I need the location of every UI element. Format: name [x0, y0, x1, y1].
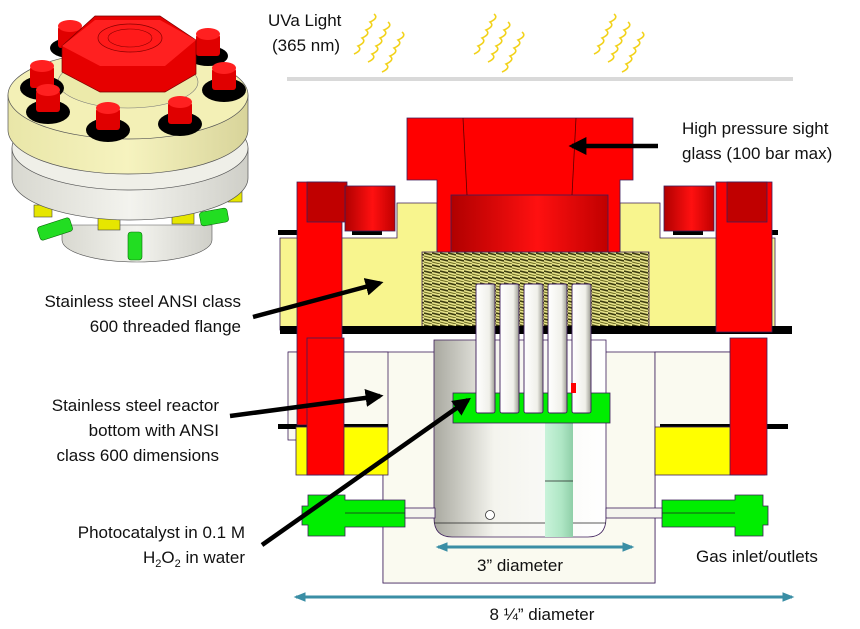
callout-arrows [229, 137, 658, 547]
label-sight-glass: High pressure sight glass (100 bar max) [682, 119, 832, 163]
quartz-tube [523, 283, 544, 414]
uv-wave [473, 13, 497, 55]
reactor-3d-render [7, 15, 249, 263]
quartz-tubes [475, 283, 592, 414]
uv-light-label: UVa Light (365 nm) [268, 11, 342, 55]
quartz-tube [571, 283, 592, 414]
uv-wave [501, 31, 525, 73]
label-photocatalyst: Photocatalyst in 0.1 M H2O2 in water [78, 523, 246, 570]
label-line: class 600 dimensions [56, 446, 219, 465]
uv-light-title: UVa Light [268, 11, 342, 30]
uv-wave [593, 13, 617, 55]
gas-fittings-3d [37, 207, 229, 261]
uv-wave [621, 31, 645, 73]
uv-wave [353, 13, 377, 55]
uv-wave [607, 21, 631, 63]
label-formula: H2O2 in water [143, 548, 245, 570]
arrow-photocatalyst [260, 397, 471, 547]
uv-light-waves [353, 13, 645, 73]
label-line: Stainless steel ANSI class [44, 292, 241, 311]
arrow-flange [252, 278, 384, 320]
quartz-tube [475, 283, 496, 414]
arrow-reactor-bottom [229, 388, 384, 419]
dimension-outer: 8 ¼” diameter [293, 592, 795, 624]
gas-fitting-left [301, 494, 436, 537]
quartz-window-line [287, 77, 793, 81]
label-flange: Stainless steel ANSI class 600 threaded … [44, 292, 241, 336]
uv-wave [367, 21, 391, 63]
label-line: Photocatalyst in 0.1 M [78, 523, 245, 542]
label-line: High pressure sight [682, 119, 829, 138]
label-gas-inlet-outlets: Gas inlet/outlets [696, 547, 818, 566]
uv-wave [381, 31, 405, 73]
uv-wavelength: (365 nm) [272, 36, 340, 55]
label-line: glass (100 bar max) [682, 144, 832, 163]
quartz-tube [499, 283, 520, 414]
label-line: Stainless steel reactor [52, 396, 220, 415]
label-reactor-bottom: Stainless steel reactor bottom with ANSI… [52, 396, 220, 465]
gas-fitting-right [605, 494, 769, 537]
dimension-inner: 3” diameter [435, 542, 635, 575]
uv-wave [487, 21, 511, 63]
reactor-cross-section [278, 117, 792, 584]
quartz-tube [547, 283, 568, 414]
label-line: bottom with ANSI [89, 421, 219, 440]
dimension-inner-label: 3” diameter [477, 556, 563, 575]
label-line: 600 threaded flange [90, 317, 241, 336]
dimension-outer-label: 8 ¼” diameter [490, 605, 595, 624]
